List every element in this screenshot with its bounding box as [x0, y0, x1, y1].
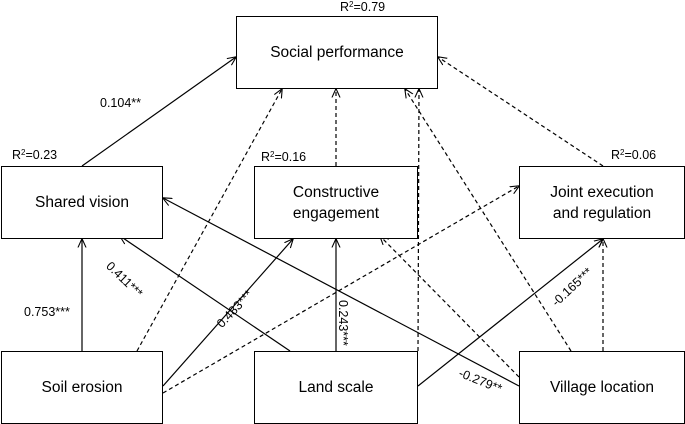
- path-arrows: [81, 57, 604, 394]
- node-constructive-engagement: Constructive engagement: [254, 166, 418, 239]
- node-label: Joint execution and regulation: [550, 183, 654, 222]
- arrow-soil-to-constructive: [162, 239, 293, 387]
- arrow-soil-to-joint: [162, 186, 519, 394]
- r2-social-performance: R2=0.79: [340, 0, 386, 14]
- node-label: Social performance: [270, 44, 404, 61]
- arrow-land-to-joint: [417, 239, 603, 387]
- r2-joint-execution: R2=0.06: [611, 148, 657, 162]
- arrow-land-to-social: [418, 89, 419, 352]
- coef-soil-to-shared: 0.753***: [24, 305, 70, 319]
- arrow-soil-to-social: [136, 89, 282, 352]
- coef-land-to-constructive: 0.243***: [336, 300, 350, 346]
- r2-shared-vision: R2=0.23: [12, 148, 58, 162]
- arrow-joint-to-social: [438, 57, 604, 167]
- node-soil-erosion: Soil erosion: [1, 351, 163, 424]
- node-village-location: Village location: [519, 351, 685, 424]
- node-label: Land scale: [298, 379, 374, 396]
- node-social-performance: Social performance: [236, 16, 438, 89]
- node-shared-vision: Shared vision: [1, 166, 163, 239]
- arrow-village-to-constructive: [380, 236, 520, 378]
- arrow-village-to-social: [405, 89, 572, 352]
- coef-shared-to-social: 0.104**: [100, 96, 142, 110]
- r2-constructive-engagement: R2=0.16: [261, 150, 307, 164]
- node-joint-execution: Joint execution and regulation: [519, 166, 685, 239]
- arrow-shared-to-social: [81, 57, 236, 167]
- arrow-village-to-shared: [163, 198, 520, 387]
- arrow-land-to-shared: [120, 236, 291, 352]
- node-label: Shared vision: [35, 194, 129, 211]
- node-label: Constructive engagement: [292, 183, 380, 222]
- node-land-scale: Land scale: [254, 351, 418, 424]
- node-label: Village location: [550, 379, 654, 396]
- node-label: Soil erosion: [41, 379, 123, 396]
